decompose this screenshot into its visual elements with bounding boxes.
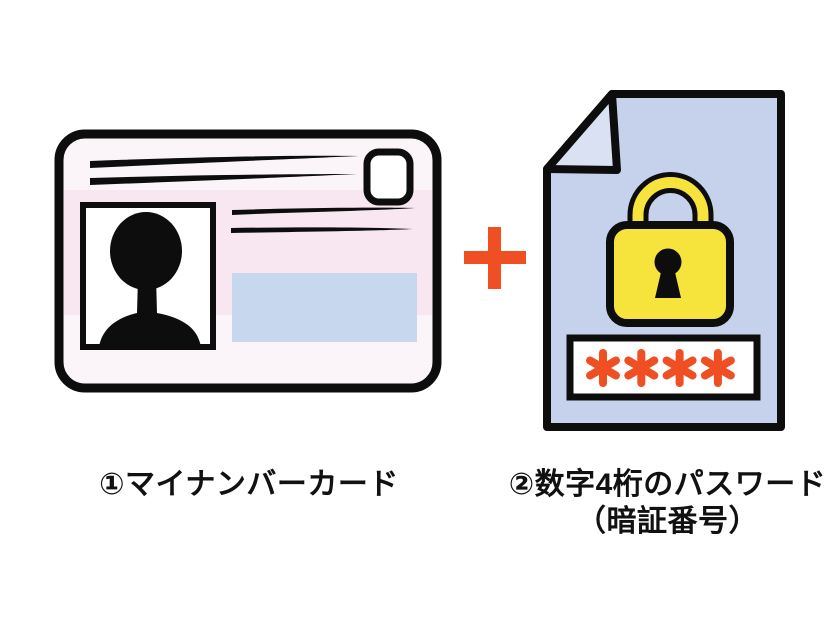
card-text-line-top-2: [90, 174, 357, 185]
document-folded-corner: [543, 90, 621, 174]
person-silhouette-icon: [99, 212, 201, 347]
card-info-box: [232, 273, 417, 342]
ic-chip-icon: [363, 148, 414, 206]
card-text-line-right-1: [232, 207, 415, 215]
plus-icon: [464, 227, 526, 289]
password-caption-line1: ②数字4桁のパスワード: [508, 468, 827, 501]
password-asterisks: [586, 349, 735, 387]
plus-vertical-bar: [488, 227, 501, 289]
password-document-illustration: [543, 90, 785, 431]
password-caption: ②数字4桁のパスワード （暗証番号）: [495, 466, 840, 540]
card-caption: ①マイナンバーカード: [99, 468, 399, 501]
keyhole-icon: [654, 248, 682, 276]
password-caption-line2: （暗証番号）: [576, 505, 759, 538]
card-text-line-top-1: [90, 155, 359, 168]
card-text-line-right-2: [231, 227, 413, 233]
padlock-icon: [606, 172, 734, 327]
mynumber-card-illustration: [54, 129, 442, 393]
